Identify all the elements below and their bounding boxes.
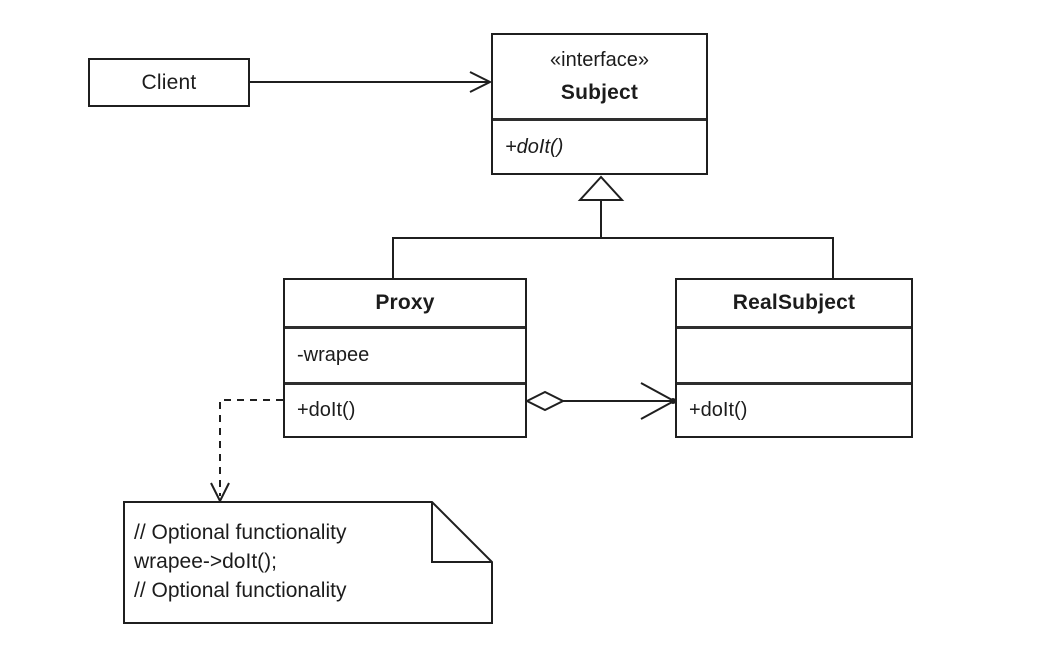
uml-class-client: Client xyxy=(88,58,250,107)
realsubject-attribute-compartment xyxy=(677,326,911,382)
uml-interface-subject: «interface» Subject +doIt() xyxy=(491,33,708,175)
note-shape xyxy=(123,501,493,624)
client-name-compartment: Client xyxy=(90,60,248,105)
subject-method-doit: +doIt() xyxy=(505,135,564,158)
realsubject-class-name: RealSubject xyxy=(732,291,856,314)
realsubject-name-compartment: RealSubject xyxy=(677,280,911,326)
note-line-1: // Optional functionality xyxy=(134,521,347,544)
note-line-3: // Optional functionality xyxy=(134,579,347,602)
association-client-to-subject xyxy=(250,71,493,93)
proxy-attribute-compartment: -wrapee xyxy=(285,326,525,382)
client-class-name: Client xyxy=(141,70,197,94)
note-fold-icon xyxy=(431,502,492,563)
realsubject-method-compartment: +doIt() xyxy=(677,382,911,436)
uml-class-proxy: Proxy -wrapee +doIt() xyxy=(283,278,527,438)
subject-class-name: Subject xyxy=(560,80,639,104)
subject-name-compartment: «interface» Subject xyxy=(493,35,706,118)
proxy-class-name: Proxy xyxy=(375,291,435,314)
proxy-attribute-wrapee: -wrapee xyxy=(297,344,370,366)
hollow-diamond-icon xyxy=(524,390,566,412)
note-text: // Optional functionality wrapee->doIt()… xyxy=(134,518,346,605)
open-arrowhead-icon xyxy=(469,71,493,93)
subject-method-compartment: +doIt() xyxy=(493,118,706,173)
generalization-tree xyxy=(392,175,834,278)
proxy-method-compartment: +doIt() xyxy=(285,382,525,436)
note-line-2: wrapee->doIt(); xyxy=(134,550,277,573)
proxy-method-doit: +doIt() xyxy=(297,399,356,421)
subject-stereotype: «interface» xyxy=(550,48,649,71)
proxy-name-compartment: Proxy xyxy=(285,280,525,326)
aggregation-proxy-to-realsubject xyxy=(524,382,677,420)
dependency-proxy-to-note xyxy=(210,399,283,504)
realsubject-method-doit: +doIt() xyxy=(689,399,748,421)
uml-class-realsubject: RealSubject +doIt() xyxy=(675,278,913,438)
hollow-triangle-arrowhead-icon xyxy=(577,175,625,201)
connector-anchor-dot xyxy=(670,398,676,404)
